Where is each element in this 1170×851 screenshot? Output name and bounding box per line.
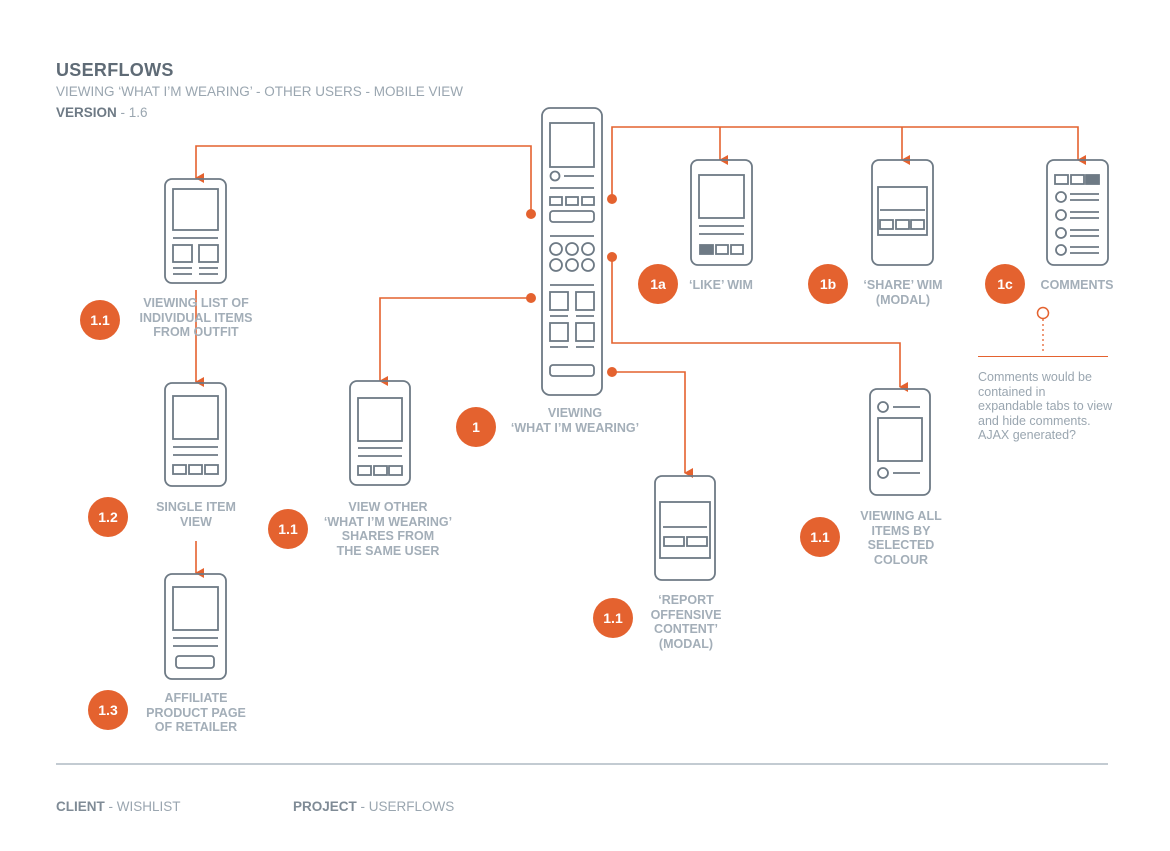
label-items-list-line-1: VIEWING LIST OF [143, 296, 249, 310]
label-items-list: VIEWING LIST OF INDIVIDUAL ITEMS FROM OU… [140, 296, 253, 340]
label-colour-line-1: VIEWING ALL [860, 509, 942, 523]
footer-project-value: - USERFLOWS [356, 799, 455, 814]
connectors [195, 126, 1086, 578]
label-colour-line-2: ITEMS BY [871, 523, 931, 538]
connector-to-colour [611, 257, 908, 392]
label-share-line-1: ‘SHARE’ WIM [863, 278, 943, 292]
label-single-item-line-1: SINGLE ITEM [156, 500, 236, 514]
footer-project-label: PROJECT [293, 799, 357, 814]
page-subtitle: VIEWING ‘WHAT I’M WEARING’ - OTHER USERS… [56, 84, 464, 99]
connector-to-items-list [195, 145, 532, 214]
label-other-wim-line-4: THE SAME USER [336, 543, 440, 558]
wireframe-single-item [164, 382, 227, 487]
label-main-line-1: VIEWING [547, 406, 603, 420]
wireframe-colour [869, 388, 931, 496]
comments-note-divider [978, 356, 1108, 357]
connector-dots [526, 194, 617, 377]
label-single-item-line-2: VIEW [180, 514, 212, 529]
label-single-item: SINGLE ITEM VIEW [156, 500, 236, 529]
footer-divider [56, 763, 1108, 765]
wireframe-main [541, 107, 603, 396]
badge-report: 1.1 [593, 598, 633, 638]
footer-client-value: - WISHLIST [104, 799, 181, 814]
label-colour: VIEWING ALL ITEMS BY SELECTED COLOUR [860, 509, 941, 567]
label-report-line-2: OFFENSIVE [650, 607, 722, 622]
connector-to-like [611, 126, 1086, 199]
wireframe-items-list [164, 178, 227, 284]
label-other-wim-line-2: ‘WHAT I’M WEARING’ [323, 514, 453, 529]
badge-comments: 1c [985, 264, 1025, 304]
badge-items-list: 1.1 [80, 300, 120, 340]
version-line: VERSION - 1.6 [56, 105, 148, 120]
label-report-line-1: ‘REPORT [658, 593, 714, 607]
label-affiliate-line-2: PRODUCT PAGE [146, 705, 246, 720]
badge-affiliate: 1.3 [88, 690, 128, 730]
label-share-line-2: (MODAL) [875, 292, 931, 307]
label-affiliate: AFFILIATE PRODUCT PAGE OF RETAILER [146, 691, 246, 735]
label-affiliate-line-3: OF RETAILER [154, 720, 238, 734]
badge-main: 1 [456, 407, 496, 447]
comments-note-pointer [1036, 306, 1050, 352]
label-colour-line-4: COLOUR [873, 552, 929, 567]
wireframe-affiliate [164, 573, 227, 680]
label-other-wim-line-1: VIEW OTHER [348, 500, 428, 514]
label-share: ‘SHARE’ WIM (MODAL) [863, 278, 942, 307]
label-report: ‘REPORT OFFENSIVE CONTENT’ (MODAL) [651, 593, 722, 651]
wireframe-share [871, 159, 934, 266]
wireframe-report [654, 475, 716, 581]
badge-single-item: 1.2 [88, 497, 128, 537]
label-main-line-2: ‘WHAT I’M WEARING’ [510, 420, 640, 435]
label-report-line-4: (MODAL) [658, 636, 714, 651]
badge-other-wim: 1.1 [268, 509, 308, 549]
label-main: VIEWING ‘WHAT I’M WEARING’ [511, 406, 639, 435]
wireframe-other-wim [349, 380, 411, 486]
page-title: USERFLOWS [56, 60, 174, 80]
version-label: VERSION [56, 105, 117, 120]
label-items-list-line-2: INDIVIDUAL ITEMS [139, 310, 253, 325]
version-value: - 1.6 [116, 105, 148, 120]
footer-project: PROJECT - USERFLOWS [293, 799, 454, 814]
label-report-line-3: CONTENT’ [654, 622, 718, 636]
connector-to-other-wim [379, 297, 531, 386]
label-like: ‘LIKE’ WIM [689, 278, 753, 292]
label-comments: COMMENTS [1040, 278, 1114, 292]
connector-to-report [612, 371, 693, 478]
label-items-list-line-3: FROM OUTFIT [153, 325, 239, 339]
badge-colour: 1.1 [800, 517, 840, 557]
badge-share: 1b [808, 264, 848, 304]
wireframe-like [690, 159, 753, 266]
badge-like: 1a [638, 264, 678, 304]
label-affiliate-line-1: AFFILIATE [164, 691, 228, 705]
footer-client-label: CLIENT [56, 799, 105, 814]
footer-client: CLIENT - WISHLIST [56, 799, 181, 814]
comments-note: Comments would be contained in expandabl… [978, 370, 1113, 442]
label-other-wim: VIEW OTHER ‘WHAT I’M WEARING’ SHARES FRO… [324, 500, 452, 558]
label-other-wim-line-3: SHARES FROM [341, 529, 435, 543]
wireframe-comments [1046, 159, 1109, 266]
label-colour-line-3: SELECTED [867, 538, 935, 552]
